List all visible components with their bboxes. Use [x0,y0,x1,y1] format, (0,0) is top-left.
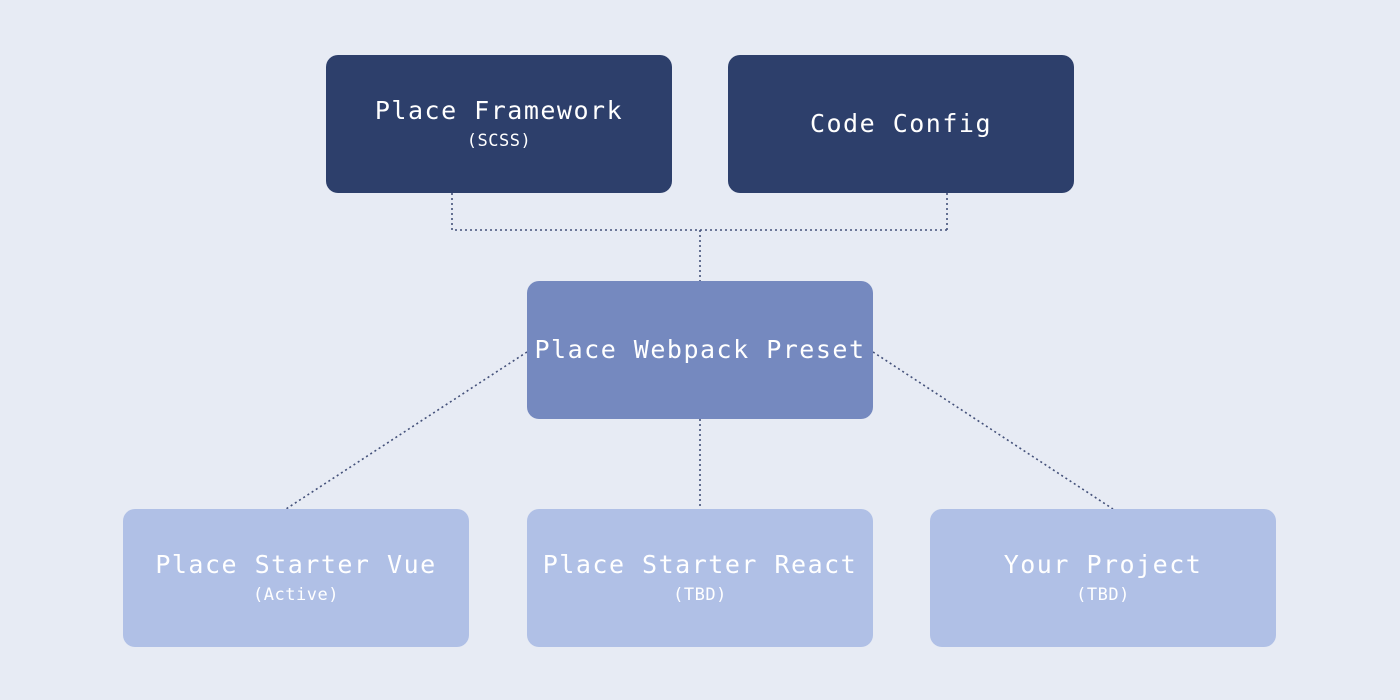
edge-preset-to-your-project [872,351,1114,510]
node-title: Place Framework [374,96,624,126]
node-place-framework[interactable]: Place Framework (SCSS) [326,55,672,193]
node-title: Place Webpack Preset [534,335,866,365]
node-your-project[interactable]: Your Project (TBD) [930,509,1276,647]
node-subtitle: (TBD) [1076,584,1130,605]
node-place-webpack-preset[interactable]: Place Webpack Preset [527,281,873,419]
node-title: Code Config [809,109,993,139]
edge-preset-to-vue [285,351,528,510]
node-place-starter-react[interactable]: Place Starter React (TBD) [527,509,873,647]
node-subtitle: (Active) [253,584,339,605]
node-subtitle: (SCSS) [466,130,532,151]
node-title: Place Starter Vue [155,550,437,580]
node-code-config[interactable]: Code Config [728,55,1074,193]
node-title: Your Project [1003,550,1203,580]
node-subtitle: (TBD) [673,584,727,605]
node-title: Place Starter React [542,550,858,580]
edge-framework-to-bus [451,193,947,231]
node-place-starter-vue[interactable]: Place Starter Vue (Active) [123,509,469,647]
